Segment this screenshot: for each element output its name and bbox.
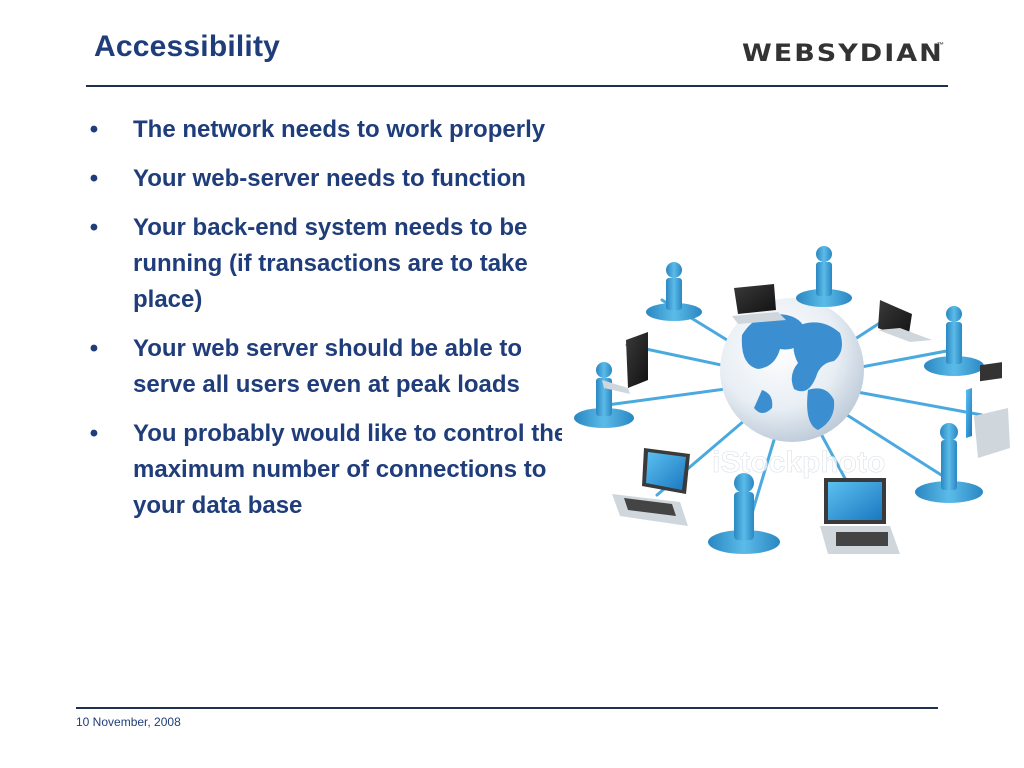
bullet-item: • Your web server should be able to serv… <box>84 331 584 403</box>
bullet-marker: • <box>89 335 99 362</box>
footer-date: 10 November, 2008 <box>76 715 181 729</box>
websydian-logo: WEBSYDIAN <box>742 40 944 68</box>
bullet-text: Your web-server needs to function <box>133 165 526 192</box>
network-globe-illustration: iStockphoto <box>562 240 1024 596</box>
footer-divider <box>76 707 938 709</box>
bullet-item: • Your back-end system needs to be runni… <box>84 210 584 318</box>
person-icon <box>924 306 984 376</box>
bullet-marker: • <box>89 116 99 143</box>
person-icon <box>796 246 852 307</box>
laptop-icon <box>820 478 900 554</box>
bullet-marker: • <box>89 214 99 241</box>
laptop-icon <box>878 300 932 342</box>
globe-icon <box>720 298 864 442</box>
bullet-item: • The network needs to work properly <box>84 112 584 148</box>
bullet-marker: • <box>89 165 99 192</box>
bullet-list: • The network needs to work properly • Y… <box>84 112 584 537</box>
laptop-icon <box>966 362 1010 458</box>
logo-trademark: ™ <box>937 42 944 49</box>
image-watermark: iStockphoto <box>712 446 885 479</box>
laptop-icon <box>602 332 648 394</box>
bullet-text: The network needs to work properly <box>133 116 546 143</box>
laptop-icon <box>732 284 786 324</box>
laptop-nodes <box>602 284 1010 554</box>
slide-title: Accessibility <box>94 30 281 63</box>
bullet-text: Your web server should be able to serve … <box>133 335 522 398</box>
bullet-text: Your back-end system needs to be running… <box>133 214 528 313</box>
bullet-marker: • <box>89 420 99 447</box>
bullet-item: • You probably would like to control the… <box>84 416 584 524</box>
network-globe-graphic: iStockphoto <box>574 246 1010 554</box>
bullet-item: • Your web-server needs to function <box>84 161 584 197</box>
title-divider <box>86 85 948 87</box>
person-icon <box>574 362 634 428</box>
person-icon <box>646 262 702 321</box>
laptop-icon <box>612 448 690 526</box>
bullet-text: You probably would like to control the m… <box>133 420 568 519</box>
person-icon <box>708 473 780 554</box>
person-icon <box>915 423 983 503</box>
